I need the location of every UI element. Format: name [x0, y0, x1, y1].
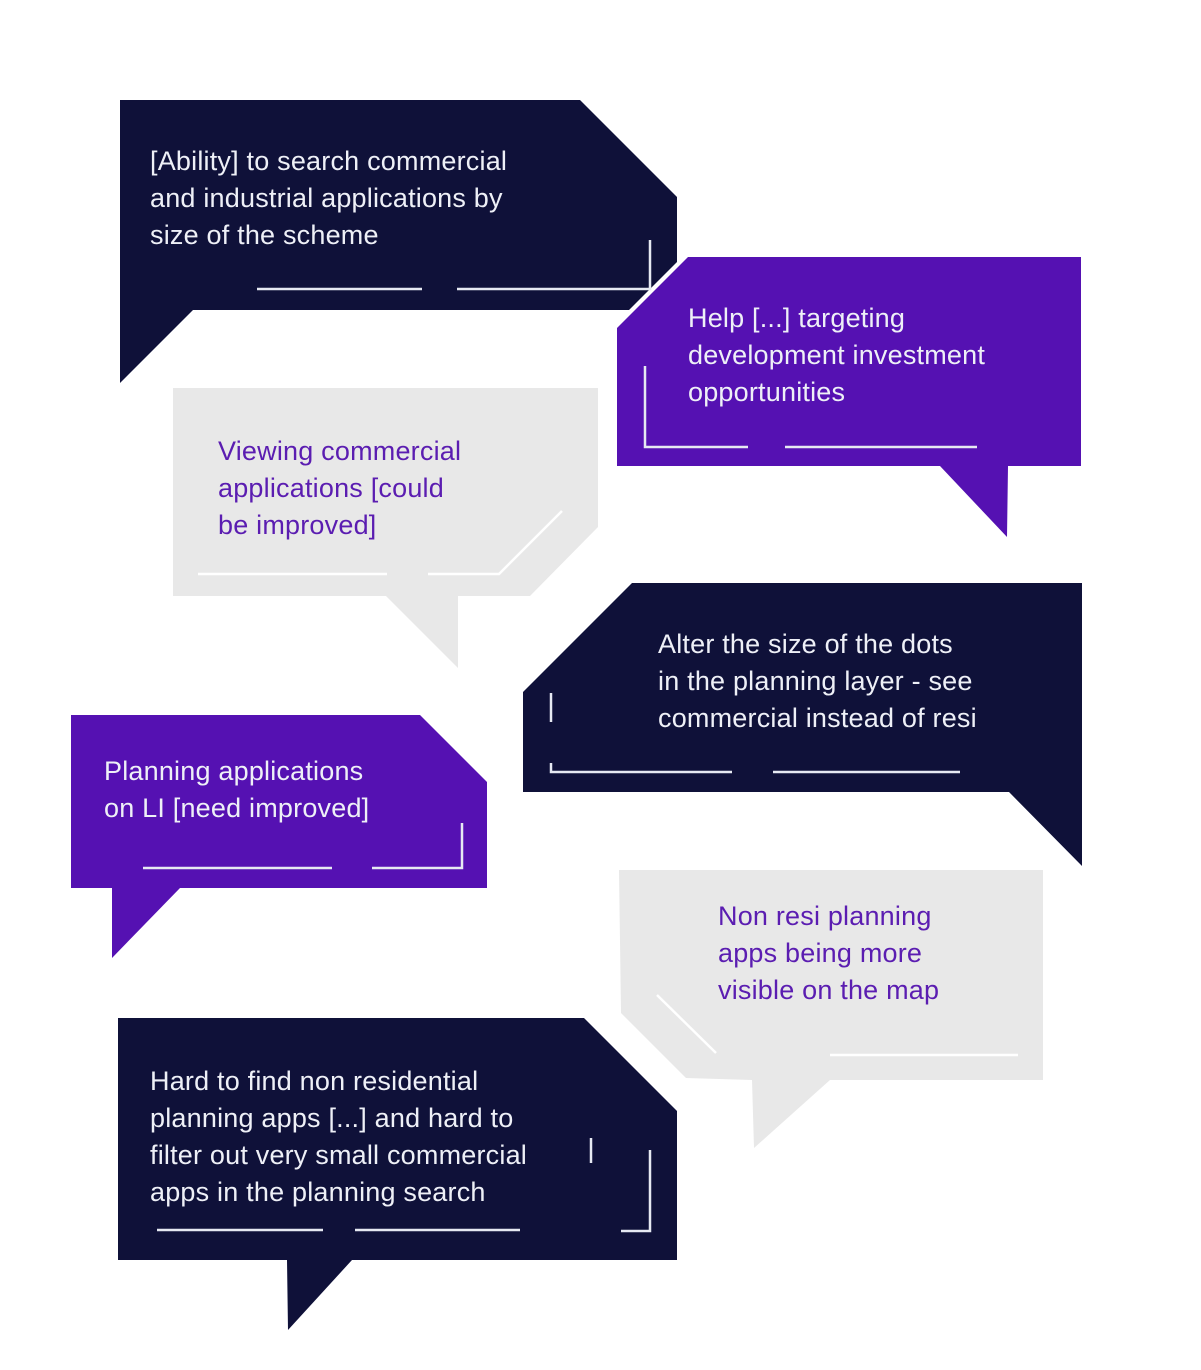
bubble-diagonal-accent	[428, 510, 563, 576]
bubble-corner-bracket	[643, 366, 748, 449]
bubble-corner-bracket	[621, 1150, 652, 1233]
speech-bubble-planning-li	[71, 715, 487, 958]
bubble-corner-bracket	[549, 763, 732, 774]
speech-bubble-help-targeting	[617, 257, 1081, 537]
bubble-body	[173, 388, 598, 668]
speech-bubble-viewing-commercial	[173, 388, 598, 668]
bubble-body	[118, 1018, 677, 1330]
bubble-body	[619, 870, 1043, 1148]
bubble-body	[523, 583, 1082, 866]
bubble-corner-bracket	[372, 823, 464, 870]
speech-bubble-non-resi	[619, 870, 1043, 1148]
bubble-body	[617, 257, 1081, 537]
speech-bubble-ability-search	[120, 100, 677, 383]
bubble-body	[120, 100, 677, 383]
bubble-body	[71, 715, 487, 958]
speech-bubble-hard-to-find	[118, 1018, 677, 1330]
speech-bubble-alter-dots	[523, 583, 1082, 866]
bubble-diagonal-accent	[656, 994, 717, 1054]
bubble-corner-bracket	[457, 240, 652, 291]
